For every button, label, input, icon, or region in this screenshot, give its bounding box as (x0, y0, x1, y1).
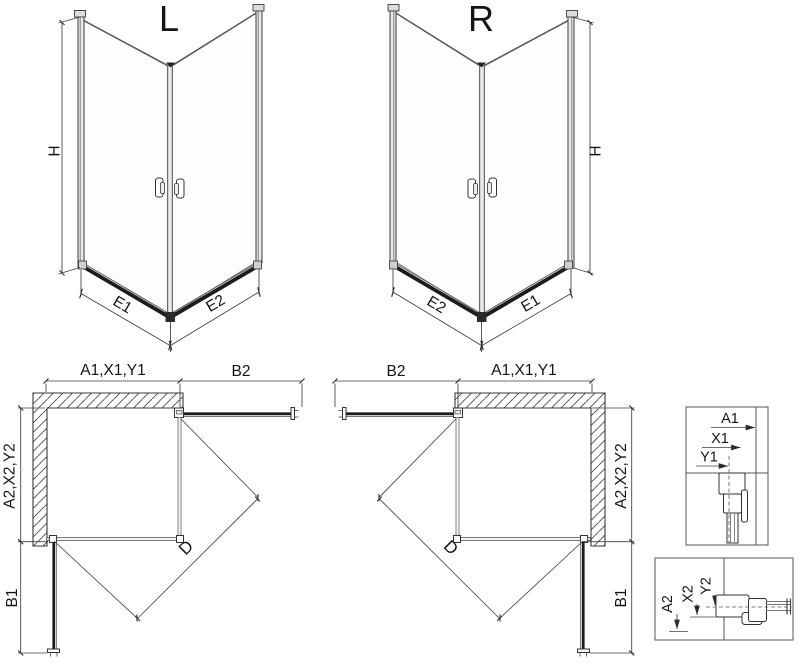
detail-horizontal-profile: A2 X2 Y2 (654, 557, 794, 641)
detail-label-x2: X2 (681, 585, 697, 603)
detail-label-y1: Y1 (700, 450, 718, 466)
top-edge-right (483, 20, 569, 66)
dim-label-a1x1y1: A1,X1,Y1 (491, 362, 557, 379)
detail-label-a1: A1 (721, 411, 739, 427)
top-edge-left (395, 12, 481, 66)
door2-open-b1 (577, 542, 590, 657)
iso-view-left: L (47, 0, 265, 352)
dim-label-b2: B2 (387, 363, 406, 380)
dim-label-b1: B1 (613, 589, 630, 608)
wall-profile-left (74, 10, 86, 269)
view-label-l: L (159, 0, 179, 39)
dimension-d: D (376, 496, 503, 622)
dimension-d: D (134, 496, 261, 622)
dim-label-a2x2y2: A2,X2,Y2 (2, 443, 19, 509)
wall-profile-section (706, 594, 792, 625)
door2-closed (56, 537, 177, 541)
dimension-side: A2,X2,Y2 B1 (2, 405, 48, 656)
door1-closed (455, 417, 460, 538)
door-swing-diagonals (53, 418, 259, 622)
door1-closed (177, 417, 182, 538)
top-edge-left (83, 20, 169, 66)
wall-profile-section (718, 456, 748, 544)
door-swing-diagonals (378, 418, 584, 622)
door2-open-b1 (47, 542, 60, 657)
dimension-h: H (47, 16, 81, 276)
bottom-rails (389, 260, 573, 322)
wall-hatched (454, 392, 606, 547)
glass-panel-left (395, 12, 480, 315)
dimension-top: A1,X1,Y1 B2 (43, 362, 305, 411)
view-label-r: R (468, 0, 494, 39)
door-corner-closer (453, 535, 461, 543)
glass-panel-right (172, 12, 257, 315)
detail-label-a2: A2 (660, 595, 676, 613)
dim-label-h: H (47, 145, 64, 156)
dim-label-a1x1y1: A1,X1,Y1 (80, 362, 146, 379)
dimension-side: A2,X2,Y2 B1 (582, 405, 635, 656)
door-pivot-top (453, 407, 463, 418)
detail-vertical-profile: A1 X1 Y1 (685, 406, 769, 546)
detail-label-x1: X1 (711, 431, 729, 447)
door1-open-b2 (338, 407, 453, 420)
glass-panel-right (484, 20, 569, 315)
dim-label-h: H (588, 145, 605, 156)
top-edge-right (171, 12, 257, 66)
glass-panel-left (83, 20, 168, 315)
door1-open-b2 (184, 407, 299, 420)
plan-view-right: B2 A1,X1,Y1 (332, 362, 635, 657)
dimension-h: H (571, 16, 605, 276)
wall-hatched (32, 392, 184, 547)
door-handles (467, 177, 497, 199)
plan-view-left: A1,X1,Y1 B2 (2, 362, 305, 657)
detail-label-y2: Y2 (699, 577, 715, 595)
door-pivot-top (174, 407, 184, 418)
door-handles (155, 177, 185, 199)
dim-label-b2: B2 (232, 363, 251, 380)
dim-label-b1: B1 (4, 589, 21, 608)
door-corner-closer (176, 535, 184, 543)
bottom-rails (78, 260, 262, 322)
dim-label-a2x2y2: A2,X2,Y2 (613, 443, 630, 509)
wall-profile-right (566, 10, 578, 269)
iso-view-right: R (387, 0, 605, 352)
door2-closed (460, 537, 581, 541)
